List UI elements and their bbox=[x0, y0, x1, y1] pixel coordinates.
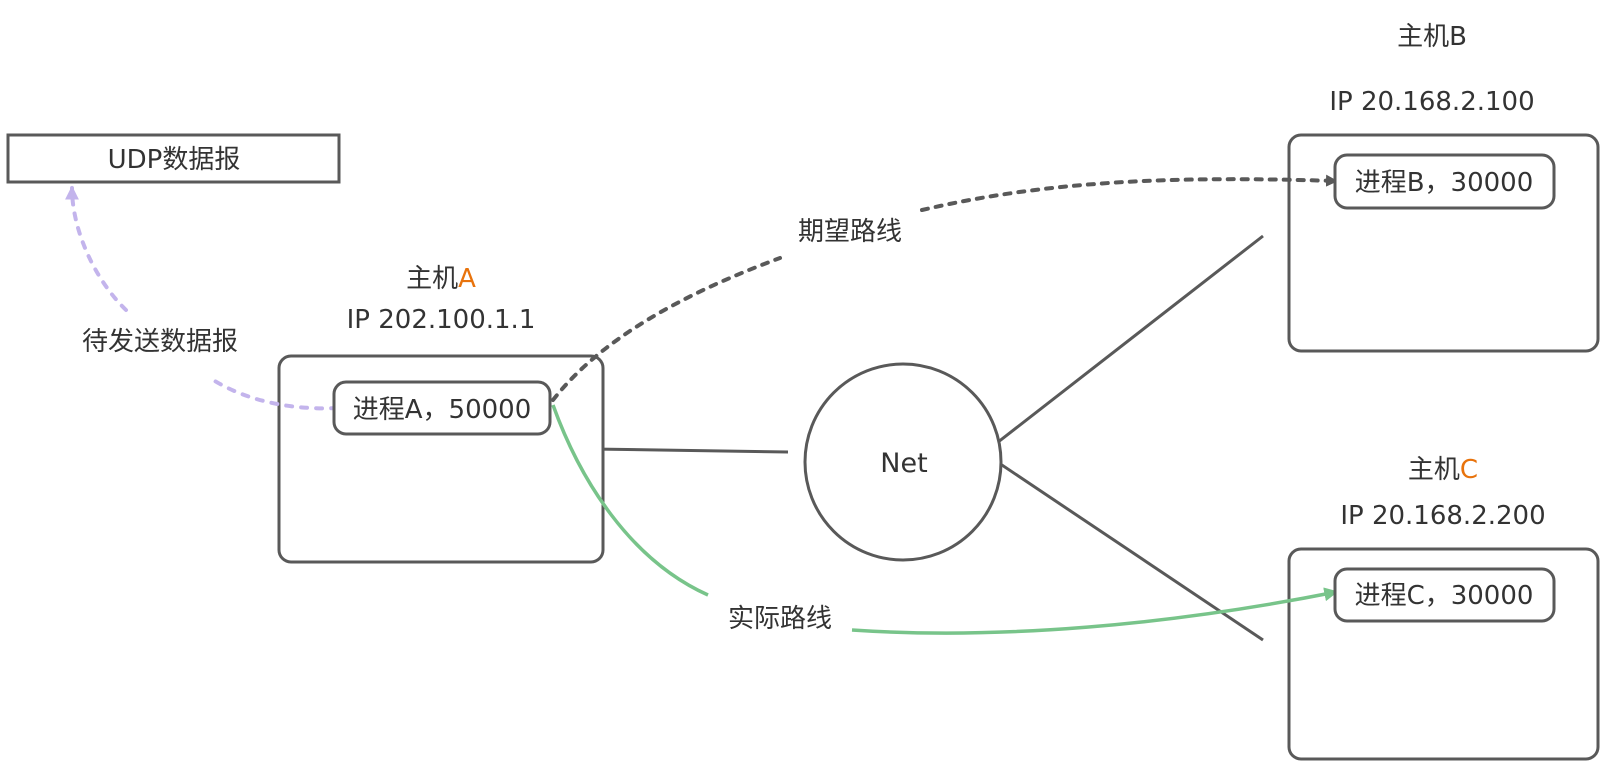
link-a-net bbox=[591, 447, 789, 454]
process-c-box bbox=[1333, 567, 1556, 623]
actual-route-edge-lower bbox=[851, 587, 1339, 635]
link-net-c bbox=[983, 451, 1264, 642]
host-a-ip: IP 202.100.1.1 bbox=[347, 305, 536, 335]
host-a-title: 主机A bbox=[406, 264, 476, 294]
expected-route-label: 期望路线 bbox=[798, 217, 902, 247]
pending-datagram-edge bbox=[208, 376, 339, 411]
actual-route-edge bbox=[551, 404, 709, 597]
link-net-b bbox=[983, 234, 1264, 455]
host-b-ip: IP 20.168.2.100 bbox=[1329, 87, 1534, 117]
udp-datagram-label: UDP数据报 bbox=[108, 145, 241, 175]
network-node bbox=[803, 362, 1003, 562]
expected-route-edge-upper bbox=[920, 174, 1338, 212]
process-b-box bbox=[1333, 153, 1556, 210]
udp-datagram-box bbox=[6, 133, 341, 184]
pending-datagram-label: 待发送数据报 bbox=[82, 327, 238, 357]
network-label: Net bbox=[880, 448, 927, 479]
pending-datagram-edge-upper bbox=[65, 185, 128, 312]
host-c-title: 主机C bbox=[1408, 455, 1478, 485]
expected-route-edge bbox=[551, 256, 782, 402]
process-c-label: 进程C，30000 bbox=[1355, 581, 1534, 611]
actual-route-label: 实际路线 bbox=[728, 604, 832, 634]
process-a-label: 进程A，50000 bbox=[353, 395, 532, 425]
process-a-box bbox=[332, 380, 552, 436]
process-b-label: 进程B，30000 bbox=[1355, 168, 1534, 198]
host-b-title: 主机B bbox=[1397, 22, 1467, 52]
host-c-ip: IP 20.168.2.200 bbox=[1340, 501, 1545, 531]
